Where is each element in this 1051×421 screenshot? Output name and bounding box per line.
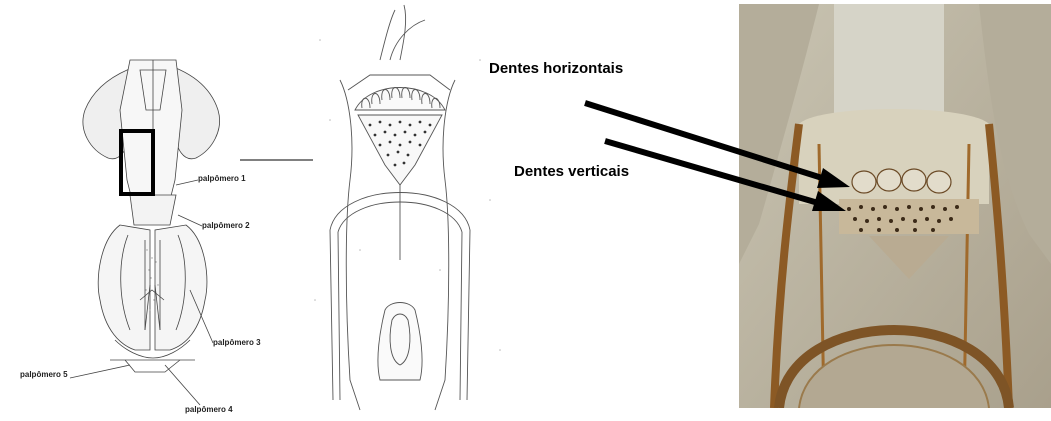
- dentes-verticais-label: Dentes verticais: [514, 163, 629, 180]
- dentes-horizontais-label: Dentes horizontais: [489, 60, 623, 77]
